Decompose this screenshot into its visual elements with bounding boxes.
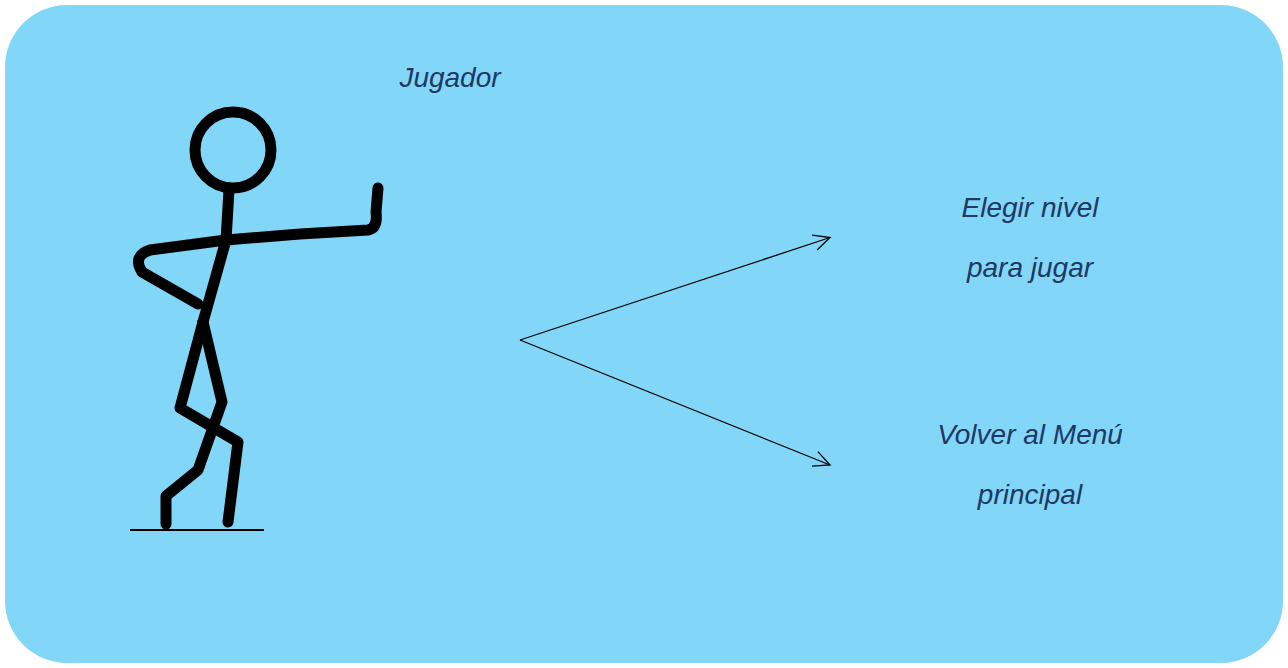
use-case-text: Volver al Menú principal — [915, 405, 1145, 525]
arrow-head — [812, 452, 830, 467]
arrow-line — [520, 340, 830, 465]
use-case-text: Elegir nivel para jugar — [943, 178, 1118, 298]
arrow-line — [520, 238, 830, 341]
association-arrow — [520, 340, 830, 466]
arrow-head — [812, 235, 830, 250]
use-case: Elegir nivel para jugar — [830, 175, 1230, 300]
actor: Jugador — [120, 60, 520, 620]
actor-figure — [120, 60, 520, 620]
use-case: Volver al Menú principal — [830, 405, 1230, 525]
association-arrow — [520, 235, 830, 340]
actor-name: Jugador — [380, 60, 520, 96]
